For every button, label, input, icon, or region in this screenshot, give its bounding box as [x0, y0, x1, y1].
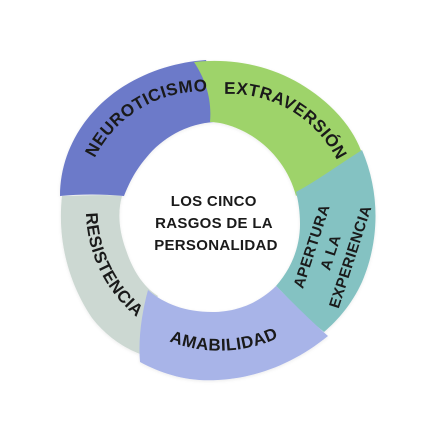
segment-amabilidad: [139, 286, 328, 381]
center-circle: [140, 146, 292, 298]
center-title: LOS CINCO RASGOS DE LA PERSONALIDAD: [154, 193, 278, 254]
segment-extraversion: [194, 60, 364, 196]
segment-apertura: [276, 150, 376, 332]
segment-resistencia: [60, 195, 159, 354]
center-line-1: LOS CINCO: [171, 193, 257, 210]
center-line-3: PERSONALIDAD: [154, 237, 278, 254]
center-line-2: RASGOS DE LA: [155, 215, 273, 232]
segment-neuroticismo: [60, 60, 215, 196]
